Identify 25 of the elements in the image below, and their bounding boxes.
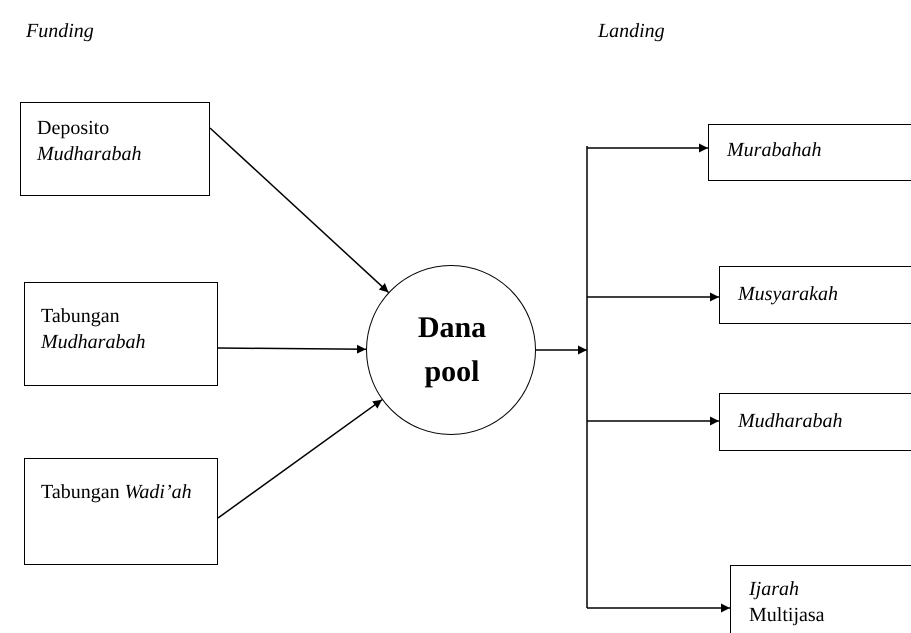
- section-heading: Funding: [26, 20, 94, 43]
- circle-label: Dana pool: [416, 310, 488, 390]
- box-label: Mudharabah: [738, 409, 844, 434]
- process-box: [24, 458, 218, 565]
- arrow: [587, 416, 719, 426]
- process-box: [20, 102, 210, 196]
- box-label: Musyarakah: [738, 282, 839, 307]
- arrow: [218, 344, 366, 354]
- arrow: [210, 127, 389, 293]
- arrow: [536, 346, 587, 354]
- arrow: [587, 604, 730, 612]
- box-label: Tabungan Wadi’ah: [41, 480, 193, 505]
- process-box: [719, 266, 911, 324]
- section-heading: Landing: [598, 20, 665, 43]
- connector-line: [586, 146, 588, 608]
- process-box: [708, 124, 911, 181]
- process-box: [719, 393, 911, 451]
- process-box: [24, 282, 218, 386]
- arrow: [587, 292, 719, 302]
- arrow: [587, 144, 708, 152]
- box-label: Murabahah: [727, 138, 822, 163]
- box-label: Deposito Mudharabah: [37, 116, 142, 167]
- box-label: Tabungan Mudharabah: [41, 304, 146, 355]
- arrow: [218, 399, 382, 519]
- box-label: Ijarah Multijasa: [749, 577, 826, 628]
